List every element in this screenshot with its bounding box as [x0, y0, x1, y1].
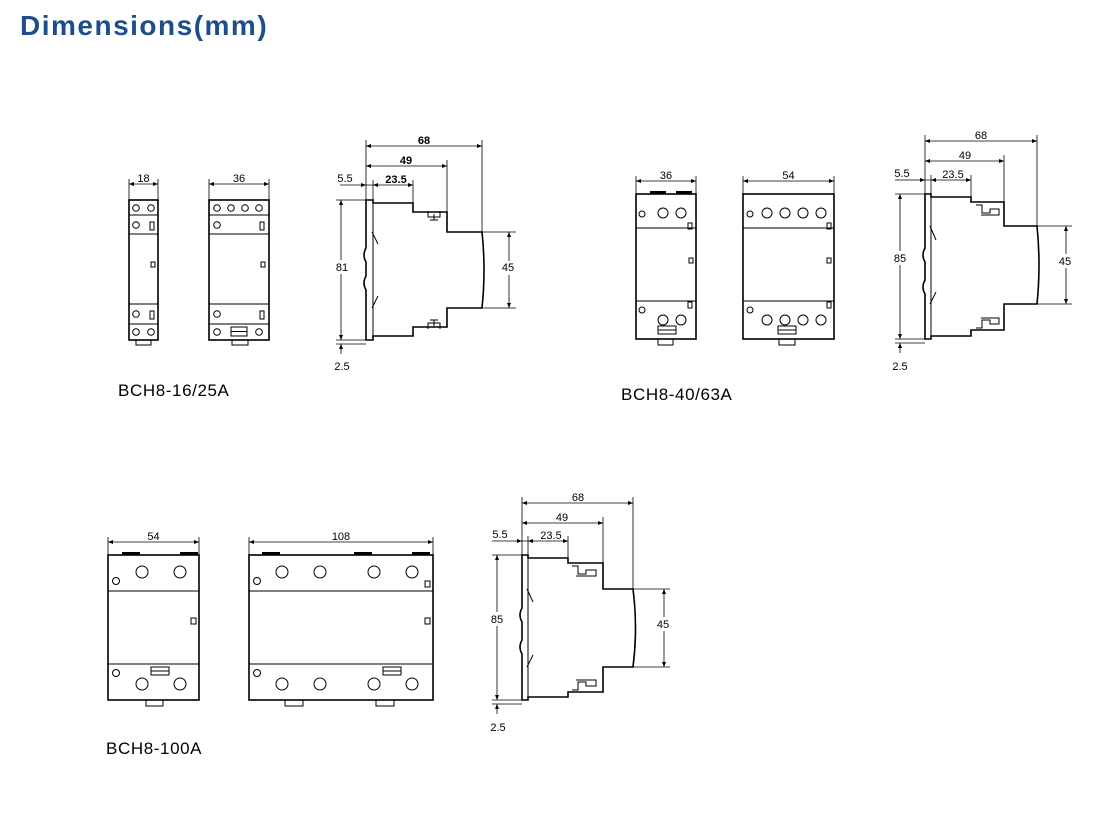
mid-depth-label: 49 — [959, 150, 971, 162]
front-view-36mm: 36 — [208, 173, 270, 346]
offset-label: 5.5 — [337, 173, 352, 185]
total-depth-label: 68 — [975, 130, 987, 142]
inner-depth-label: 23.5 — [942, 169, 963, 181]
side-view: 68 49 23.5 5.5 85 — [487, 492, 673, 734]
height-label: 85 — [894, 253, 906, 265]
rail-gap-label: 2.5 — [892, 361, 907, 373]
height-label: 85 — [491, 614, 503, 626]
page-title: Dimensions(mm) — [20, 10, 269, 41]
front-width-label: 18 — [137, 173, 149, 185]
mid-depth-label: 49 — [556, 512, 568, 524]
front-view-18mm: 18 — [128, 173, 159, 346]
front-view-54mm: 54 — [107, 531, 200, 707]
group-bch8-40-63a: 36 54 — [621, 130, 1075, 404]
model-label: BCH8-100A — [106, 739, 202, 758]
side-view: 68 49 23.5 5.5 85 — [890, 130, 1075, 373]
front-width-label: 36 — [660, 170, 672, 182]
front-width-label: 36 — [233, 173, 245, 185]
group-bch8-16-25a: 18 36 — [118, 135, 518, 400]
total-depth-label: 68 — [572, 492, 584, 504]
inner-depth-label: 23.5 — [540, 530, 561, 542]
front-width-label: 54 — [147, 531, 159, 543]
side-view: 68 49 23.5 5.5 81 — [333, 135, 518, 373]
rail-gap-label: 2.5 — [334, 361, 349, 373]
height-label: 81 — [336, 262, 348, 274]
model-label: BCH8-16/25A — [118, 381, 230, 400]
front-view-36mm: 36 — [635, 170, 697, 346]
model-label: BCH8-40/63A — [621, 385, 733, 404]
front-width-label: 108 — [332, 531, 350, 543]
rail-gap-label: 2.5 — [490, 722, 505, 734]
offset-label: 5.5 — [492, 529, 507, 541]
total-depth-label: 68 — [418, 135, 430, 147]
face-height-label: 45 — [1059, 256, 1071, 268]
front-view-54mm: 54 — [742, 170, 835, 346]
group-bch8-100a: 54 108 — [106, 492, 673, 758]
inner-depth-label: 23.5 — [385, 174, 406, 186]
offset-label: 5.5 — [894, 168, 909, 180]
front-view-108mm: 108 — [248, 531, 434, 707]
front-width-label: 54 — [782, 170, 794, 182]
mid-depth-label: 49 — [400, 155, 412, 167]
face-height-label: 45 — [502, 262, 514, 274]
face-height-label: 45 — [657, 619, 669, 631]
